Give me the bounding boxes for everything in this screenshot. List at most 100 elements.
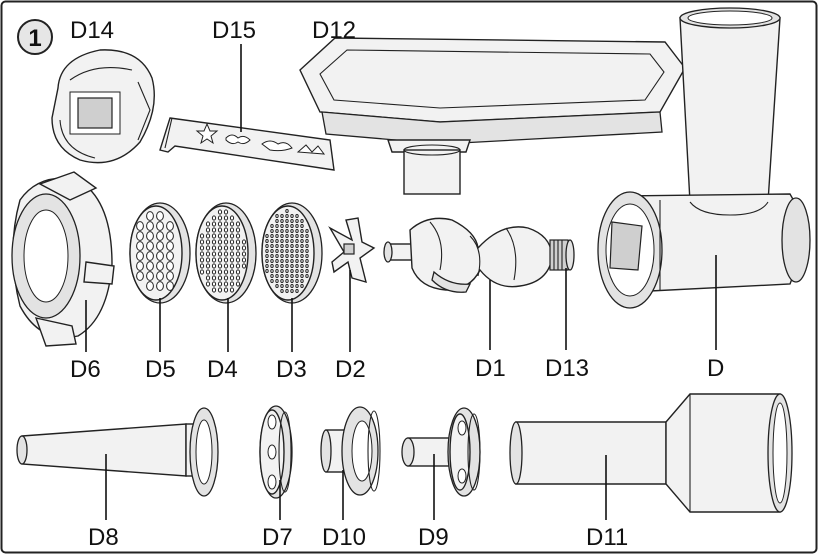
disc-hole xyxy=(285,258,289,264)
disc-hole xyxy=(300,258,304,264)
disc-hole xyxy=(229,263,235,269)
disc-hole xyxy=(217,251,223,257)
disc-hole xyxy=(166,271,174,281)
disc-hole xyxy=(285,238,289,244)
disc-hole xyxy=(280,228,284,234)
disc-hole xyxy=(146,261,154,271)
disc-hole xyxy=(223,281,229,287)
disc-hole xyxy=(217,221,223,227)
disc-hole xyxy=(270,228,274,234)
disc-hole xyxy=(205,269,211,275)
part-d1-auger xyxy=(383,217,553,293)
label-d1: D1 xyxy=(475,355,506,382)
disc-hole xyxy=(223,263,229,269)
disc-hole xyxy=(280,283,284,289)
disc-hole xyxy=(199,257,205,263)
disc-hole xyxy=(295,218,299,224)
disc-hole xyxy=(217,215,223,221)
disc-hole xyxy=(305,238,309,244)
disc-hole xyxy=(156,251,164,261)
disc-hole xyxy=(280,253,284,259)
label-d5: D5 xyxy=(145,356,176,383)
disc-hole xyxy=(275,233,279,239)
disc-hole xyxy=(199,233,205,239)
disc-hole xyxy=(223,251,229,257)
disc-hole xyxy=(211,227,217,233)
disc-hole xyxy=(280,243,284,249)
disc-hole xyxy=(211,239,217,245)
disc-hole xyxy=(211,215,217,221)
disc-hole xyxy=(275,273,279,279)
disc-hole xyxy=(211,269,217,275)
disc-hole xyxy=(199,263,205,269)
disc-hole xyxy=(241,263,247,269)
label-d14: D14 xyxy=(70,17,114,44)
disc-hole xyxy=(241,245,247,251)
disc-hole xyxy=(229,275,235,281)
disc-hole xyxy=(229,245,235,251)
disc-hole xyxy=(275,223,279,229)
disc-hole xyxy=(300,263,304,269)
disc-hole xyxy=(205,239,211,245)
disc-hole xyxy=(270,233,274,239)
disc-hole xyxy=(136,251,144,261)
disc-hole xyxy=(229,287,235,293)
disc-hole xyxy=(146,221,154,231)
disc-hole xyxy=(275,263,279,269)
disc-hole xyxy=(235,263,241,269)
disc-hole xyxy=(285,273,289,279)
disc-hole xyxy=(199,269,205,275)
disc-hole xyxy=(146,241,154,251)
label-d12: D12 xyxy=(312,17,356,44)
disc-hole xyxy=(285,233,289,239)
disc-hole xyxy=(295,213,299,219)
label-d7: D7 xyxy=(262,524,293,551)
disc-hole xyxy=(280,273,284,279)
disc-hole xyxy=(295,273,299,279)
disc-hole xyxy=(270,263,274,269)
disc-hole xyxy=(136,261,144,271)
disc-hole xyxy=(265,253,269,259)
disc-hole xyxy=(229,227,235,233)
disc-hole xyxy=(211,281,217,287)
disc-hole xyxy=(280,233,284,239)
disc-hole xyxy=(229,251,235,257)
part-d15-strip xyxy=(159,117,335,171)
disc-hole xyxy=(241,257,247,263)
disc-hole xyxy=(205,245,211,251)
part-d13-gear xyxy=(549,239,575,271)
label-d6: D6 xyxy=(70,356,101,383)
disc-hole xyxy=(211,263,217,269)
disc-hole xyxy=(305,253,309,259)
disc-hole xyxy=(156,281,164,291)
disc-hole xyxy=(223,221,229,227)
label-d: D xyxy=(707,355,724,382)
disc-hole xyxy=(305,248,309,254)
disc-hole xyxy=(205,221,211,227)
disc-hole xyxy=(156,241,164,251)
disc-hole xyxy=(280,248,284,254)
label-d11: D11 xyxy=(586,524,628,551)
disc-hole xyxy=(295,288,299,294)
disc-hole xyxy=(270,253,274,259)
disc-hole xyxy=(265,243,269,249)
disc-hole xyxy=(275,238,279,244)
disc-hole xyxy=(217,269,223,275)
disc-hole xyxy=(295,243,299,249)
disc-hole xyxy=(156,211,164,221)
disc-hole xyxy=(223,257,229,263)
disc-hole xyxy=(295,253,299,259)
disc-hole xyxy=(290,218,294,224)
disc-hole xyxy=(265,258,269,264)
disc-hole xyxy=(285,253,289,259)
disc-hole xyxy=(275,248,279,254)
disc-hole xyxy=(235,269,241,275)
disc-hole xyxy=(229,239,235,245)
disc-hole xyxy=(205,227,211,233)
disc-hole xyxy=(211,251,217,257)
disc-hole xyxy=(205,281,211,287)
disc-hole xyxy=(290,238,294,244)
disc-hole xyxy=(270,278,274,284)
disc-hole xyxy=(229,233,235,239)
disc-hole xyxy=(235,221,241,227)
